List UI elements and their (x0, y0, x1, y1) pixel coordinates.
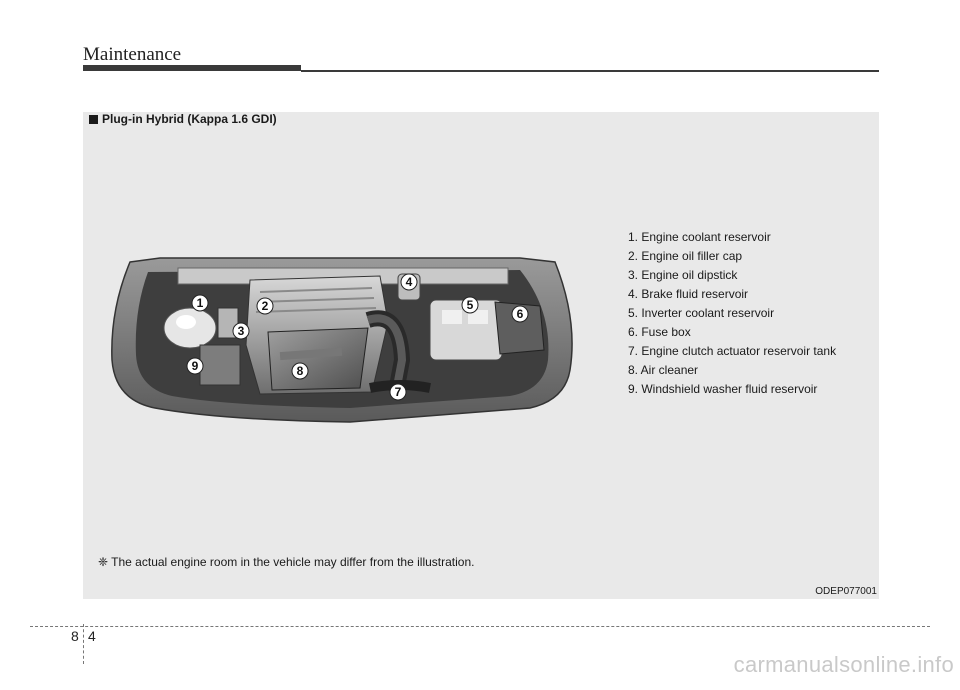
callout-7: 7 (389, 383, 407, 401)
svg-text:6: 6 (517, 307, 524, 321)
callout-6: 6 (511, 305, 529, 323)
legend-item: 4. Brake fluid reservoir (628, 287, 749, 301)
legend-item: 2. Engine oil filler cap (628, 249, 743, 263)
callout-8: 8 (291, 362, 309, 380)
svg-text:1: 1 (197, 296, 204, 310)
engine-room-illustration: 1 2 3 4 5 6 7 8 9 (111, 257, 573, 423)
svg-text:8: 8 (297, 364, 304, 378)
watermark: carmanualsonline.info (733, 652, 954, 677)
legend-item: 3. Engine oil dipstick (628, 268, 738, 282)
callout-3: 3 (232, 322, 250, 340)
square-bullet-icon (89, 115, 98, 124)
page-chapter-number: 8 (71, 628, 79, 644)
svg-text:5: 5 (467, 298, 474, 312)
legend-item: 5. Inverter coolant reservoir (628, 306, 775, 320)
svg-text:9: 9 (192, 359, 199, 373)
header-rule-thin (301, 70, 879, 72)
callout-2: 2 (256, 297, 274, 315)
callout-9: 9 (186, 357, 204, 375)
legend-item: 8. Air cleaner (628, 363, 699, 377)
svg-text:4: 4 (406, 275, 413, 289)
legend-item: 1. Engine coolant reservoir (628, 230, 771, 244)
header-rule-thick (83, 65, 301, 71)
legend-item: 6. Fuse box (628, 325, 691, 339)
component-legend: 1. Engine coolant reservoir 2. Engine oi… (628, 228, 836, 399)
legend-item: 9. Windshield washer fluid reservoir (628, 382, 818, 396)
legend-item: 7. Engine clutch actuator reservoir tank (628, 344, 837, 358)
page-number: 4 (88, 628, 96, 644)
illustration-note: ❈ The actual engine room in the vehicle … (98, 555, 475, 569)
figure-code: ODEP077001 (815, 586, 877, 597)
section-title-text: Plug-in Hybrid (Kappa 1.6 GDI) (102, 112, 277, 126)
svg-text:2: 2 (262, 299, 269, 313)
section-title: Plug-in Hybrid (Kappa 1.6 GDI) (89, 112, 277, 126)
svg-text:3: 3 (238, 324, 245, 338)
svg-text:7: 7 (395, 385, 402, 399)
callout-4: 4 (400, 273, 418, 291)
footer-dashed-rule (30, 626, 930, 627)
page-header-title: Maintenance (83, 44, 182, 65)
callout-5: 5 (461, 296, 479, 314)
footer-dashed-divider (83, 624, 84, 664)
callout-1: 1 (191, 294, 209, 312)
